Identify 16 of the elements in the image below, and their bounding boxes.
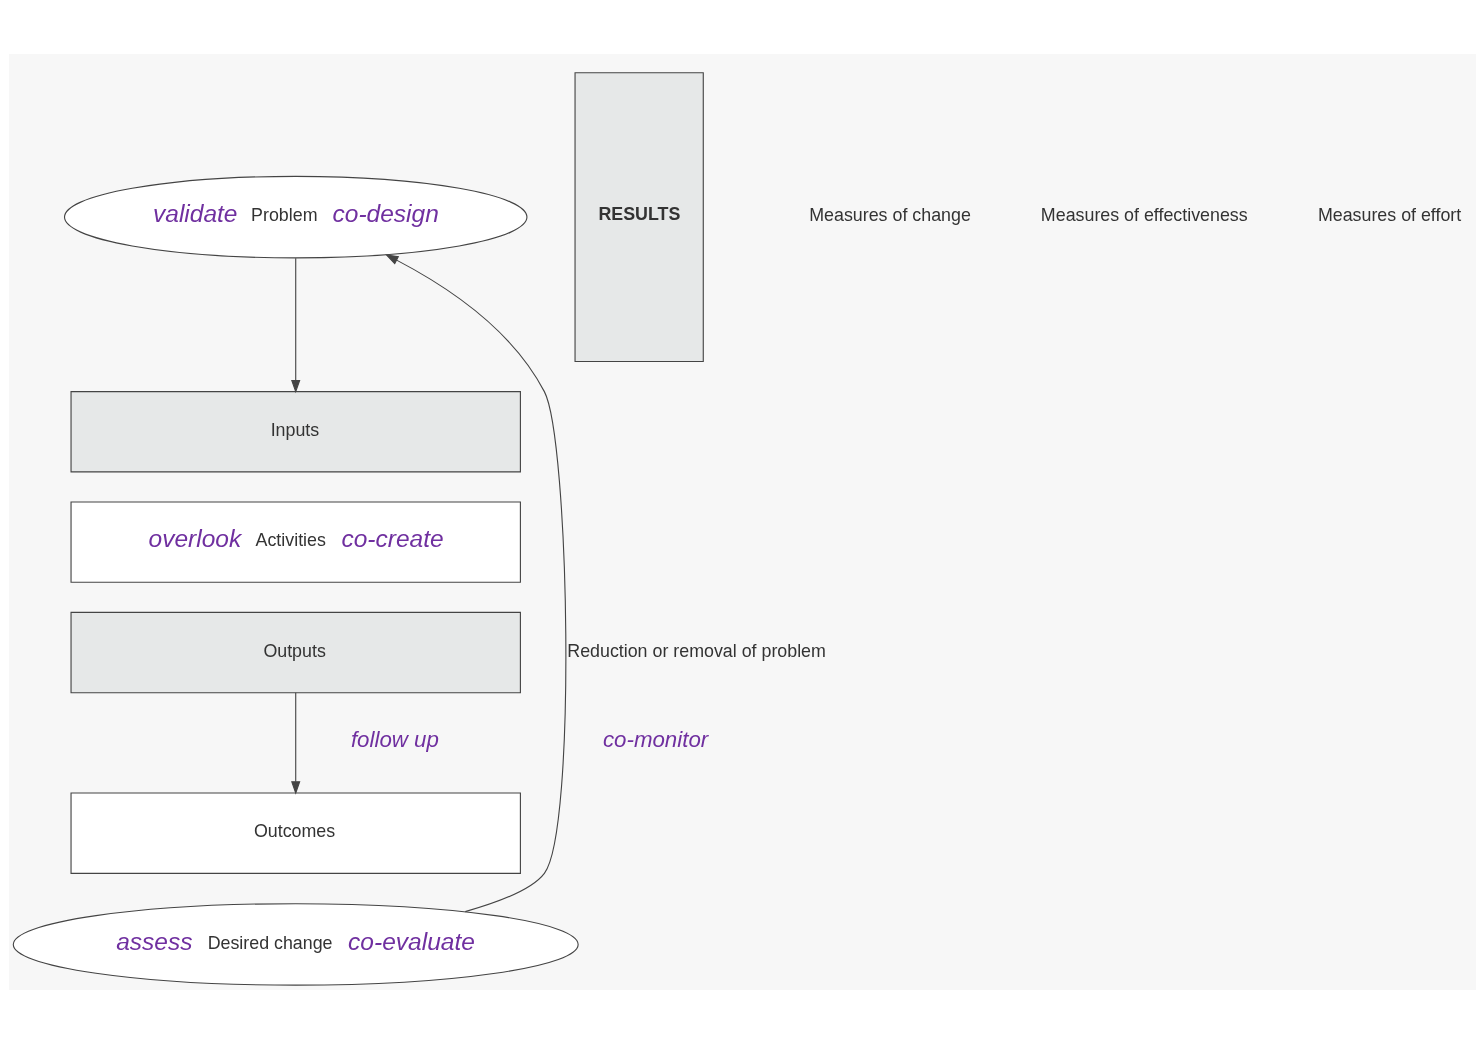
label: co-monitor [602,727,708,753]
node-box: overlook Activities co-create [70,501,521,583]
edge-label: Reduction or removal of problem [566,640,826,661]
arrow [290,692,300,795]
node-label: Measures of effort [1317,205,1461,226]
node-box: Inputs [70,391,521,473]
node-box: RESULTS [574,72,704,363]
label: follow up [350,727,439,753]
arrow [290,257,300,394]
node-box: Outcomes [70,792,521,874]
arrow [384,254,566,913]
node-label: Measures of effectiveness [1040,205,1248,226]
node-ellipse: assess Desired change co-evaluate [12,903,579,986]
node-ellipse: validate Problem co-design [63,175,527,259]
node-label: Measures of change [808,205,971,226]
node-box: Outputs [70,611,521,694]
